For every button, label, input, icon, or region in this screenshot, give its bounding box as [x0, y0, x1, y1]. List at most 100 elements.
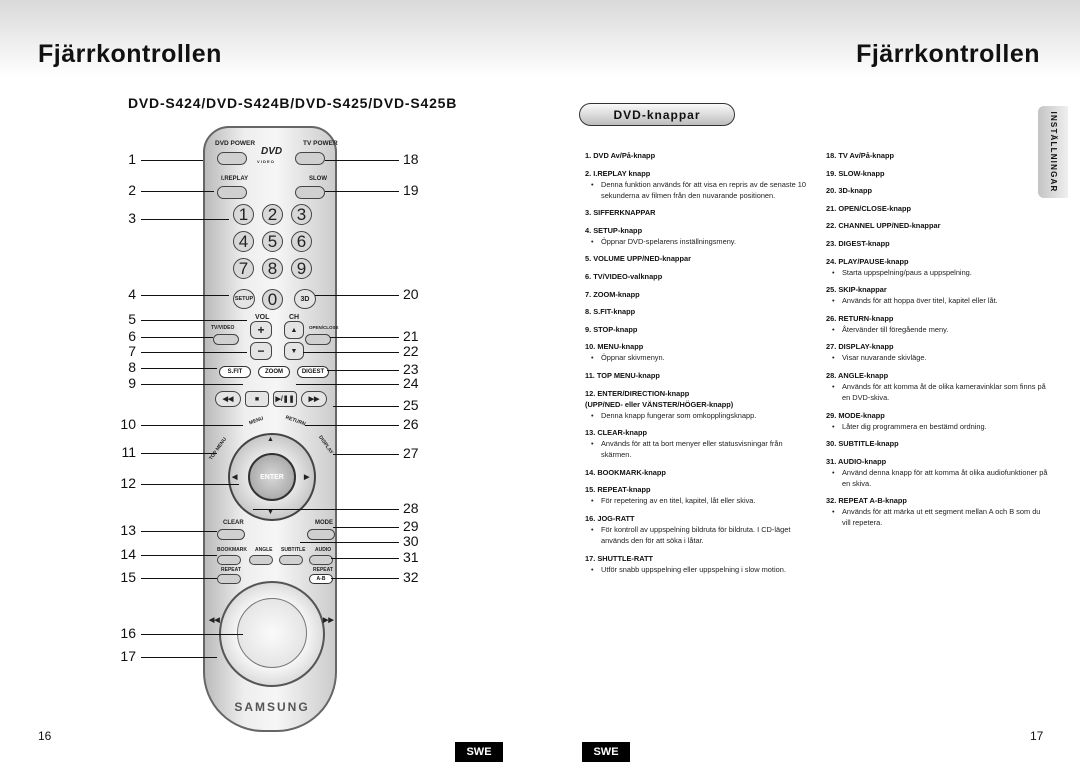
item-heading: 10. MENU-knapp [585, 342, 644, 352]
digit-2-button[interactable]: 2 [262, 204, 283, 225]
digest-button[interactable]: DIGEST [297, 366, 329, 378]
item-description: Används för att märka ut ett segment mel… [826, 506, 1051, 528]
digit-9-button[interactable]: 9 [291, 258, 312, 279]
brand-logo: SAMSUNG [234, 700, 310, 714]
callout-21: 21 [403, 328, 419, 344]
dvd-logo-sub: V I D E O [257, 159, 274, 164]
digit-5-button[interactable]: 5 [262, 231, 283, 252]
volume-up-button[interactable]: + [250, 321, 272, 339]
page-title-right: Fjärrkontrollen [856, 40, 1040, 68]
callout-10: 10 [120, 416, 136, 432]
item-heading: 8. S.FIT-knapp [585, 307, 636, 317]
zoom-button[interactable]: ZOOM [258, 366, 290, 378]
i-replay-button[interactable] [217, 186, 247, 199]
item-description: Denna funktion används för att visa en r… [585, 179, 810, 201]
item-heading: 26. RETURN-knapp [826, 313, 894, 323]
list-item: 23. DIGEST-knapp [826, 238, 1051, 249]
3d-button[interactable]: 3D [294, 289, 316, 309]
list-item: 21. OPEN/CLOSE-knapp [826, 203, 1051, 214]
digit-7-button[interactable]: 7 [233, 258, 254, 279]
shuttle-forward-icon: ▶▶ [323, 617, 334, 624]
list-item: 8. S.FIT-knapp [585, 306, 810, 317]
callout-11: 11 [121, 444, 136, 460]
list-item: 4. SETUP-knappÖppnar DVD-spelarens instä… [585, 225, 810, 247]
dvd-power-label: DVD POWER [215, 140, 256, 147]
tv-video-button[interactable] [213, 334, 239, 345]
digit-0-button[interactable]: 0 [262, 289, 283, 310]
remote-control: DVD POWER TV POWER DVD V I D E O I.REPLA… [203, 126, 339, 732]
language-badge-right: SWE [582, 742, 630, 762]
return-label: RETURN [284, 414, 307, 428]
setup-button[interactable]: SETUP [233, 289, 255, 309]
tv-power-button[interactable] [295, 152, 325, 165]
play-pause-button[interactable]: ▶/❚❚ [273, 391, 297, 407]
leader-line [325, 191, 399, 192]
list-item: 32. REPEAT A-B-knappAnvänds för att märk… [826, 495, 1051, 528]
section-title: DVD-knappar [579, 103, 735, 126]
callout-13: 13 [120, 522, 136, 538]
item-heading: 12. ENTER/DIRECTION-knapp [585, 388, 690, 398]
left-arrow-icon[interactable]: ◀ [232, 474, 238, 481]
callout-9: 9 [128, 375, 136, 391]
item-heading: 20. 3D-knapp [826, 186, 873, 196]
callout-28: 28 [403, 500, 419, 516]
callout-1: 1 [128, 151, 136, 167]
dvd-power-button[interactable] [217, 152, 247, 165]
leader-line [330, 337, 399, 338]
list-item: 25. SKIP-knapparAnvänds för att hoppa öv… [826, 284, 1051, 306]
language-badge-left: SWE [455, 742, 503, 762]
bookmark-button[interactable] [217, 555, 241, 565]
digit-3-button[interactable]: 3 [291, 204, 312, 225]
channel-up-button[interactable]: ▲ [284, 321, 304, 339]
leader-line [327, 370, 399, 371]
list-item: 28. ANGLE-knappAnvänds för att komma åt … [826, 370, 1051, 403]
digit-8-button[interactable]: 8 [262, 258, 283, 279]
skip-back-button[interactable]: ◀◀ [215, 391, 241, 407]
digit-4-button[interactable]: 4 [233, 231, 254, 252]
down-arrow-icon[interactable]: ▼ [267, 509, 274, 516]
clear-button[interactable] [217, 529, 245, 540]
repeat-button[interactable] [217, 574, 241, 584]
mode-label: MODE [315, 520, 333, 526]
page-number-left: 16 [38, 729, 52, 743]
leader-line [141, 352, 247, 353]
leader-line [141, 531, 217, 532]
callout-6: 6 [128, 328, 136, 344]
stop-button[interactable]: ■ [245, 391, 269, 407]
list-item: 26. RETURN-knappÅtervänder till föregåen… [826, 313, 1051, 335]
leader-line [141, 484, 239, 485]
callout-25: 25 [403, 397, 419, 413]
leader-line [141, 219, 229, 220]
mode-button[interactable] [307, 529, 335, 540]
callout-24: 24 [403, 375, 419, 391]
up-arrow-icon[interactable]: ▲ [267, 436, 274, 443]
angle-button[interactable] [249, 555, 273, 565]
enter-button[interactable]: ENTER [248, 453, 296, 501]
repeat-ab-button[interactable]: A-B [309, 574, 333, 584]
item-heading: 16. JOG-RATT [585, 513, 635, 523]
open-close-button[interactable] [305, 334, 331, 345]
item-heading: 2. I.REPLAY knapp [585, 168, 651, 178]
digit-1-button[interactable]: 1 [233, 204, 254, 225]
item-heading: 32. REPEAT A-B-knapp [826, 496, 907, 506]
leader-line [141, 555, 217, 556]
leader-line [331, 578, 399, 579]
subtitle-button[interactable] [279, 555, 303, 565]
right-arrow-icon[interactable]: ▶ [304, 474, 310, 481]
list-item: 2. I.REPLAY knappDenna funktion används … [585, 168, 810, 201]
bookmark-label: BOOKMARK [217, 547, 247, 553]
list-item: 13. CLEAR-knappAnvänds för att ta bort m… [585, 427, 810, 460]
skip-forward-button[interactable]: ▶▶ [301, 391, 327, 407]
sfit-button[interactable]: S.FIT [219, 366, 251, 378]
volume-down-button[interactable]: − [250, 342, 272, 360]
jog-dial[interactable] [237, 598, 307, 668]
digit-6-button[interactable]: 6 [291, 231, 312, 252]
slow-button[interactable] [295, 186, 325, 199]
list-item: 24. PLAY/PAUSE-knappStarta uppspelning/p… [826, 256, 1051, 278]
callout-31: 31 [403, 549, 419, 565]
channel-down-button[interactable]: ▼ [284, 342, 304, 360]
display-label: DISPLAY [317, 434, 335, 456]
audio-button[interactable] [309, 555, 333, 565]
item-heading: 4. SETUP-knapp [585, 225, 643, 235]
list-item: 11. TOP MENU-knapp [585, 370, 810, 381]
